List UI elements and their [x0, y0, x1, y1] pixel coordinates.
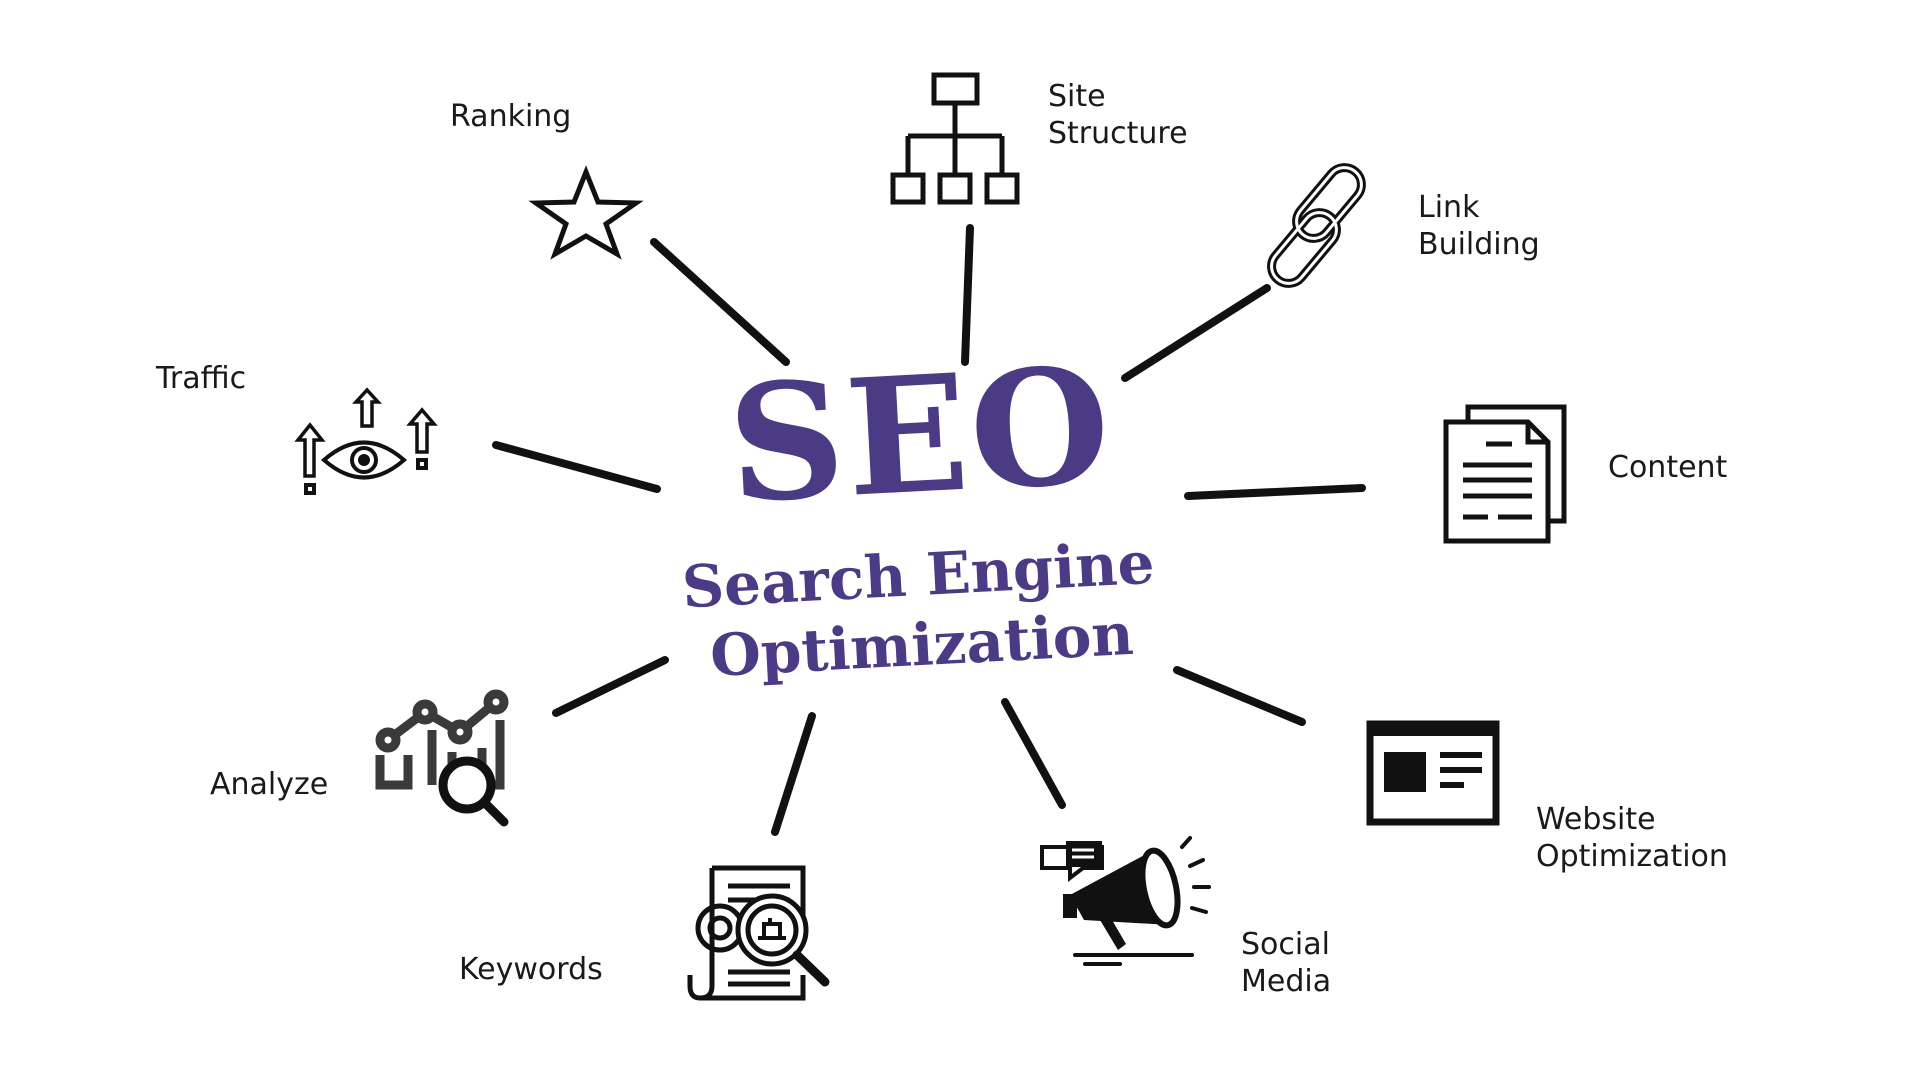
connector-analyze — [552, 656, 669, 717]
megaphone-icon — [1040, 836, 1211, 966]
label-keywords: Keywords — [459, 952, 603, 987]
traffic-eye-icon — [294, 387, 438, 495]
label-content: Content — [1608, 450, 1728, 485]
label-ranking: Ranking — [450, 99, 572, 134]
label-traffic: Traffic — [156, 361, 247, 396]
connector-social-media — [1001, 698, 1066, 809]
browser-window-icon — [1366, 720, 1500, 826]
seo-subtitle: Search Engine Optimization — [637, 525, 1204, 694]
analytics-chart-icon — [375, 689, 509, 827]
label-website-optimization: Website Optimization — [1536, 802, 1728, 874]
connector-link-building — [1121, 284, 1271, 382]
connector-website-optimization — [1173, 666, 1306, 726]
label-analyze: Analyze — [210, 767, 329, 802]
connector-site-structure — [961, 224, 974, 366]
connector-traffic — [492, 441, 661, 493]
label-site-structure: Site Structure — [1048, 79, 1188, 151]
chain-link-icon — [1267, 163, 1366, 288]
seo-title: SEO — [723, 331, 1117, 539]
label-link-building: Link Building — [1418, 190, 1540, 262]
label-social-media: Social Media — [1241, 927, 1332, 999]
connector-ranking — [650, 238, 790, 366]
connector-content — [1184, 484, 1366, 500]
sitemap-icon — [890, 72, 1020, 205]
star-icon — [528, 165, 644, 260]
documents-icon — [1443, 404, 1567, 544]
keyword-search-icon — [687, 865, 830, 1001]
connector-keywords — [771, 712, 816, 836]
